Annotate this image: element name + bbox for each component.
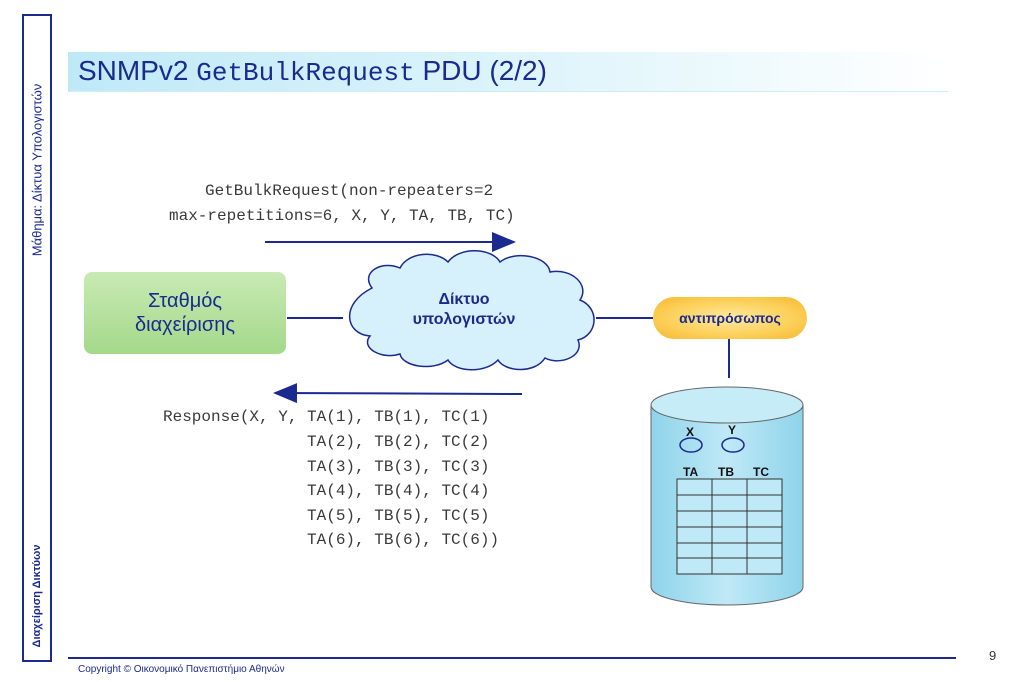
column-tb-label: TB xyxy=(718,465,734,479)
scalar-x-oval xyxy=(679,437,703,453)
network-line-1: Δίκτυο xyxy=(438,291,490,308)
title-prefix: SNMPv2 xyxy=(78,55,189,86)
response-line-4: TA(4), TB(4), TC(4) xyxy=(163,482,490,500)
response-line-3: TA(3), TB(3), TC(3) xyxy=(163,458,490,476)
station-line-2: διαχείρισης xyxy=(135,314,235,336)
page-number: 9 xyxy=(989,648,997,663)
table-grid xyxy=(676,478,783,575)
network-cloud xyxy=(348,250,595,371)
footer-divider xyxy=(68,657,956,659)
response-line-5: TA(5), TB(5), TC(5) xyxy=(163,507,490,525)
title-mono: GetBulkRequest xyxy=(196,58,415,88)
response-arrow xyxy=(273,383,523,404)
column-ta-label: TA xyxy=(683,465,699,479)
title-bar: SNMPv2 GetBulkRequest PDU (2/2) xyxy=(68,52,948,92)
station-line-1: Σταθμός xyxy=(147,290,222,312)
scalar-x-label: X xyxy=(686,425,695,439)
response-line-6: TA(6), TB(6), TC(6)) xyxy=(163,531,500,549)
scalar-y-label: Y xyxy=(728,423,737,437)
agent-node: αντιπρόσωπος xyxy=(653,297,807,339)
response-line-2: TA(2), TB(2), TC(2) xyxy=(163,433,490,451)
slide-title: SNMPv2 GetBulkRequest PDU (2/2) xyxy=(78,55,547,88)
response-line-1: Response(X, Y, TA(1), TB(1), TC(1) xyxy=(163,408,490,426)
copyright: Copyright © Οικονομικό Πανεπιστήμιο Αθην… xyxy=(78,664,285,675)
request-line-2: max-repetitions=6, X, Y, TA, TB, TC) xyxy=(169,207,515,225)
network-label: Δίκτυο υπολογιστών xyxy=(364,290,564,330)
title-suffix: PDU (2/2) xyxy=(422,55,547,86)
request-line-1: GetBulkRequest(non-repeaters=2 xyxy=(205,182,494,200)
scalar-y-oval xyxy=(721,437,745,453)
column-tc-label: TC xyxy=(753,465,769,479)
agent-label: αντιπρόσωπος xyxy=(679,310,781,326)
network-line-2: υπολογιστών xyxy=(412,311,516,328)
management-station: Σταθμός διαχείρισης xyxy=(84,272,286,354)
sidebar: Μάθημα: Δίκτυα Υπολογιστών Διαχείριση Δι… xyxy=(22,14,52,662)
